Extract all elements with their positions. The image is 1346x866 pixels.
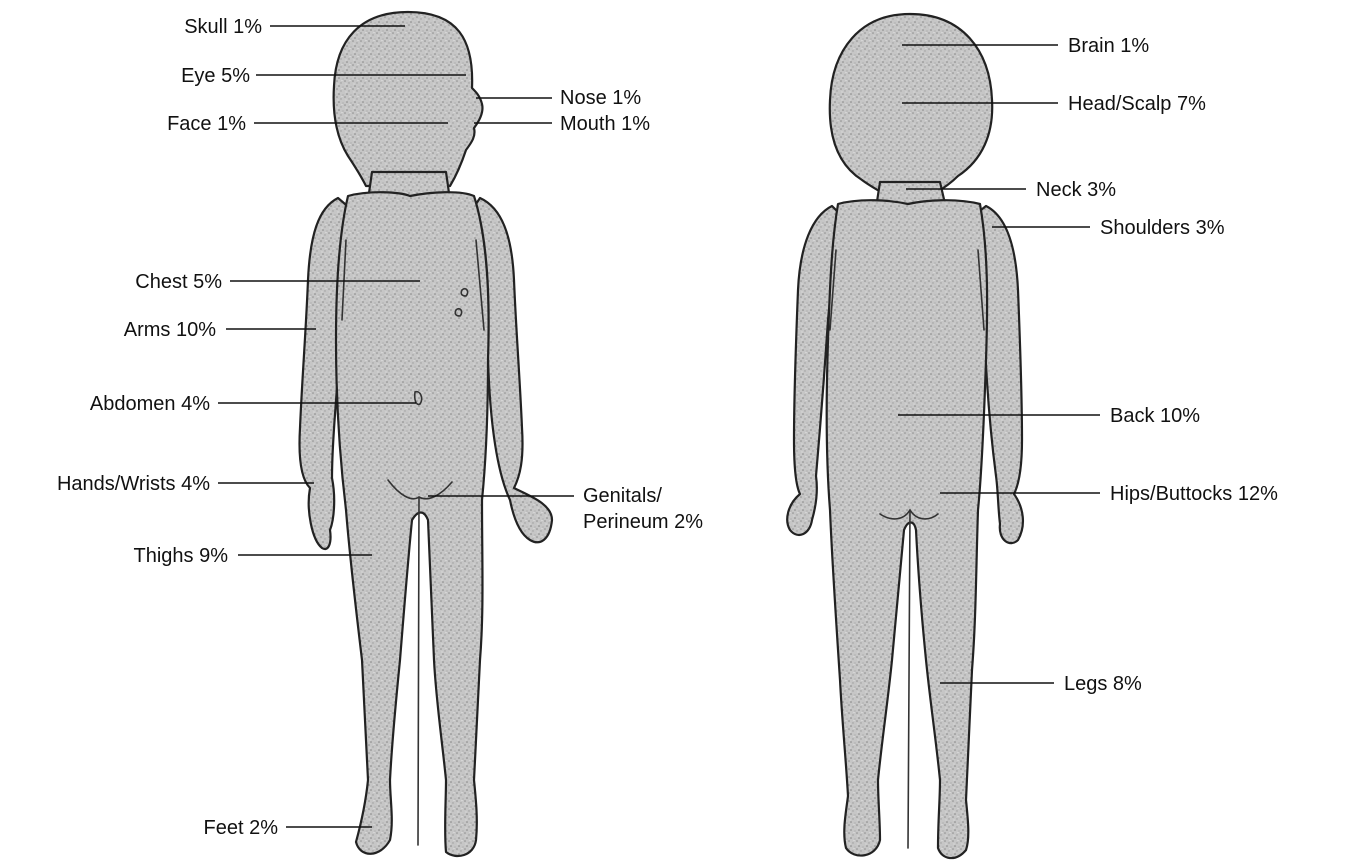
back-head xyxy=(830,14,992,194)
label-skull: Skull 1% xyxy=(184,16,262,38)
label-abdomen: Abdomen 4% xyxy=(90,393,210,415)
label-eye: Eye 5% xyxy=(181,65,250,87)
front-torso-legs xyxy=(336,192,489,856)
label-legs: Legs 8% xyxy=(1064,673,1142,695)
label-arms: Arms 10% xyxy=(124,319,216,341)
label-neck: Neck 3% xyxy=(1036,179,1116,201)
label-perineum: Perineum 2% xyxy=(583,511,703,533)
front-head xyxy=(334,12,483,186)
label-back: Back 10% xyxy=(1110,405,1200,427)
label-nose: Nose 1% xyxy=(560,87,641,109)
label-brain: Brain 1% xyxy=(1068,35,1149,57)
label-genitals: Genitals/ xyxy=(583,485,662,507)
label-thighs: Thighs 9% xyxy=(134,545,229,567)
label-hips-buttocks: Hips/Buttocks 12% xyxy=(1110,483,1278,505)
back-torso-legs xyxy=(827,200,987,858)
front-figure xyxy=(299,12,552,856)
back-figure xyxy=(787,14,1023,858)
label-head-scalp: Head/Scalp 7% xyxy=(1068,93,1206,115)
label-mouth: Mouth 1% xyxy=(560,113,650,135)
label-face: Face 1% xyxy=(167,113,246,135)
label-hands-wrists: Hands/Wrists 4% xyxy=(57,473,210,495)
label-shoulders: Shoulders 3% xyxy=(1100,217,1225,239)
label-feet: Feet 2% xyxy=(204,817,279,839)
back-leg-divide xyxy=(908,510,910,848)
label-chest: Chest 5% xyxy=(135,271,222,293)
front-leg-divide xyxy=(418,497,419,845)
